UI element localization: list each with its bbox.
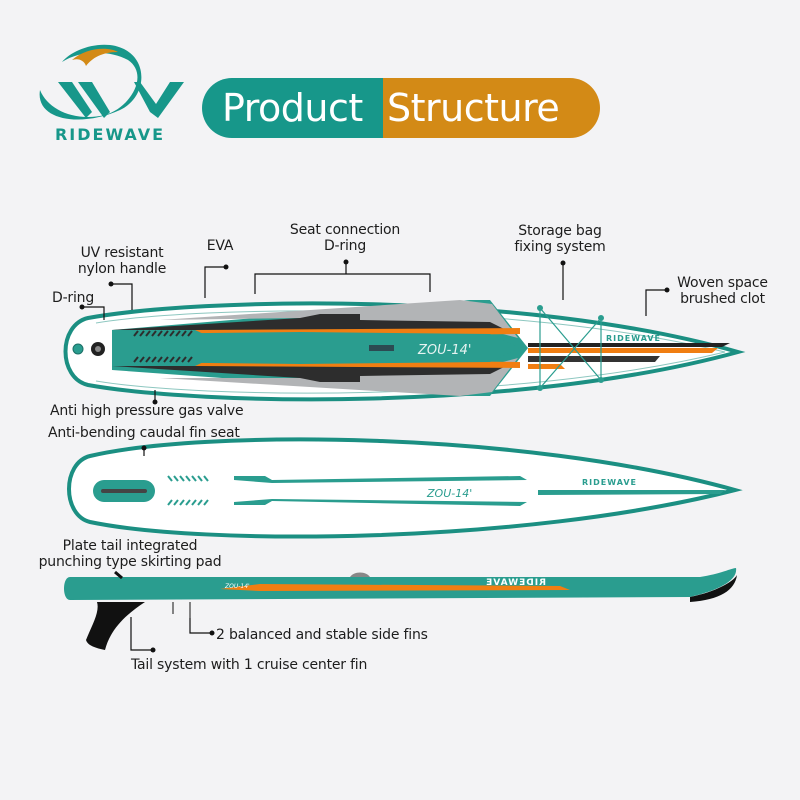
logo-w-stroke-2 bbox=[78, 82, 110, 118]
callout-seat-dring-line1: Seat connection bbox=[289, 222, 401, 238]
side-handle-bump bbox=[350, 572, 370, 577]
storage-bungee bbox=[539, 307, 602, 389]
callout-uv-handle-line2: nylon handle bbox=[77, 261, 167, 277]
board-bottom-view: ZOU-14' RIDEWAVE bbox=[67, 437, 743, 539]
callout-side-fins: 2 balanced and stable side fins bbox=[216, 627, 428, 643]
title-part-product: Product bbox=[202, 78, 383, 138]
deck-hatch-top bbox=[133, 330, 193, 337]
logo-wordmark: RIDEWAVE bbox=[54, 125, 166, 144]
logo-w-stroke-1 bbox=[58, 82, 92, 118]
logo-swoosh bbox=[39, 44, 142, 120]
callout-eva: EVA bbox=[206, 238, 234, 254]
deck-hatch-bottom bbox=[133, 356, 193, 363]
deck-pad: ZOU-14' bbox=[112, 300, 528, 396]
board-top-logo-text: RIDEWAVE bbox=[606, 334, 661, 343]
center-fin-icon bbox=[86, 602, 145, 650]
board-bottom-model-label: ZOU-14' bbox=[426, 487, 472, 500]
callout-uv-handle-line1: UV resistant bbox=[80, 245, 164, 261]
callout-storage-bag-line1: Storage bag bbox=[518, 223, 602, 239]
storage-dring-points bbox=[537, 305, 604, 391]
board-side-logo-text: RIDEWAVE bbox=[485, 578, 546, 588]
callout-gas-valve: Anti high pressure gas valve bbox=[50, 403, 244, 419]
title-part-structure: Structure bbox=[383, 78, 600, 138]
board-top-view: ZOU-14' RIDEWAVE bbox=[63, 300, 746, 402]
tail-dring-icon bbox=[72, 343, 84, 355]
callout-fin-seat: Anti-bending caudal fin seat bbox=[48, 425, 240, 441]
callout-storage-bag: Storage bag fixing system bbox=[505, 223, 615, 255]
board-side-view: ZOU-14' RIDEWAVE bbox=[64, 568, 737, 650]
board-bottom-outline bbox=[67, 437, 743, 539]
board-top-model-label: ZOU-14' bbox=[417, 343, 471, 358]
callout-seat-dring-line2: D-ring bbox=[323, 238, 367, 254]
callout-leaders bbox=[82, 262, 667, 651]
callout-skirting-pad-line1: Plate tail integrated bbox=[62, 538, 198, 554]
callout-woven-space-line2: brushed clot bbox=[680, 291, 765, 307]
logo-flame bbox=[72, 48, 118, 66]
callout-dots bbox=[79, 259, 670, 653]
bottom-hatch bbox=[167, 475, 209, 506]
callout-woven-space: Woven space brushed clot bbox=[670, 275, 775, 307]
skirting-pad-icon bbox=[114, 570, 123, 580]
callout-skirting-pad-line2: punching type skirting pad bbox=[38, 554, 222, 570]
callout-storage-bag-line2: fixing system bbox=[514, 239, 606, 255]
callout-woven-space-line1: Woven space bbox=[677, 275, 768, 291]
deck-handle-slot bbox=[369, 345, 394, 351]
callout-uv-handle: UV resistant nylon handle bbox=[72, 245, 172, 277]
logo-w-stroke-3 bbox=[120, 82, 184, 118]
board-side-model-label: ZOU-14' bbox=[224, 583, 250, 590]
callout-skirting-pad: Plate tail integrated punching type skir… bbox=[30, 538, 230, 570]
page-title: Product Structure bbox=[202, 78, 600, 138]
board-side-body bbox=[64, 568, 737, 600]
board-bottom-logo-text: RIDEWAVE bbox=[582, 478, 637, 487]
callout-center-fin: Tail system with 1 cruise center fin bbox=[131, 657, 368, 673]
callout-seat-dring: Seat connection D-ring bbox=[280, 222, 410, 254]
callout-dring: D-ring bbox=[52, 290, 95, 306]
